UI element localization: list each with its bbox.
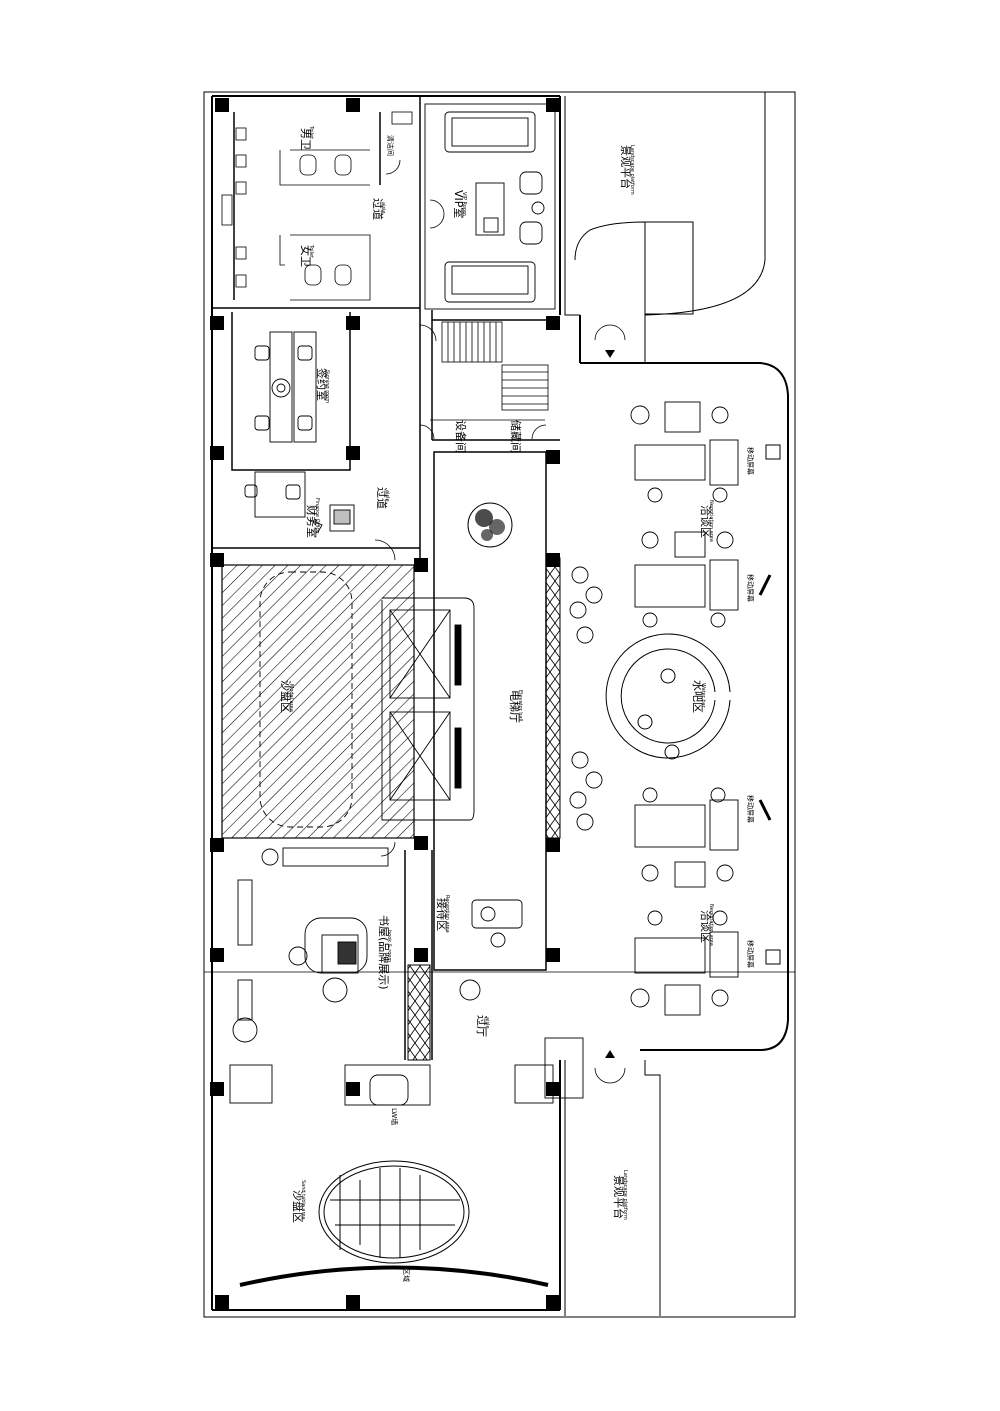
label-model-area: 沙盘区 xyxy=(279,680,293,713)
building-walls xyxy=(211,95,789,1311)
elevator-cluster xyxy=(381,597,475,821)
finance-office xyxy=(244,471,355,533)
sand-table xyxy=(318,1160,470,1264)
glass-partition xyxy=(545,557,561,839)
label-sand-table: 沙盘区 xyxy=(291,1190,305,1223)
label-hall-en: aisle xyxy=(484,1017,490,1029)
label-toilet-male-en: Toilet xyxy=(308,125,314,139)
label-storage-room: 储藏间 xyxy=(509,420,523,453)
label-aisle-a-en: aisle xyxy=(380,202,386,214)
label-aisle-a: 过道 xyxy=(371,198,385,220)
interior-walls xyxy=(212,96,560,1060)
stairs xyxy=(430,321,549,421)
label-finance-en: Finance Office xyxy=(314,498,320,533)
negotiation-furniture xyxy=(569,401,739,1016)
label-toilet-male: 男卫 xyxy=(299,128,312,150)
label-vip-en: VIP Room xyxy=(461,192,467,216)
label-signing: 签约室 xyxy=(315,368,329,401)
entry-markers xyxy=(605,350,615,1058)
label-signing-en: Signing room xyxy=(324,370,330,403)
doors xyxy=(374,159,626,1084)
label-sand-table-en: Sand table area xyxy=(300,1180,306,1220)
label-toilet-female: 女卫 xyxy=(299,245,313,267)
drawing-frame xyxy=(203,91,796,1318)
label-screen-1: 移动屏幕 xyxy=(746,447,755,475)
hatched-hall xyxy=(221,564,415,839)
vip-room xyxy=(424,103,556,310)
arc-display-wall xyxy=(239,1265,549,1287)
glass-partition-lower xyxy=(407,964,431,1061)
label-finance: 财务室 xyxy=(305,505,319,538)
toilet-block xyxy=(221,111,413,301)
label-landscape-top: 景观平台 xyxy=(619,145,633,189)
label-screen-4: 移动屏幕 xyxy=(746,940,755,968)
signing-room xyxy=(254,331,351,465)
label-elevator-hall-en: Elevator hall xyxy=(517,690,523,721)
book-room xyxy=(232,847,481,1043)
label-lw-wall: LW墙 xyxy=(390,1108,399,1125)
label-vip: VIP室 xyxy=(452,190,466,218)
entrance-pods xyxy=(229,1037,584,1106)
label-book-room: 书屋(品牌展示) xyxy=(377,915,391,990)
landscape-platform-bottom xyxy=(564,1060,661,1316)
label-screen-3: 移动屏幕 xyxy=(746,795,755,823)
mobile-screens xyxy=(758,444,781,965)
room-labels: 景观平台 Landscape platform 景观平台 Landscape p… xyxy=(279,125,755,1282)
label-book-room-en: book & room xyxy=(386,930,392,962)
label-aisle-b: 过道 xyxy=(375,487,389,509)
label-equipment-room: 设备间 xyxy=(454,420,468,453)
label-reception-en: Reception area xyxy=(444,895,450,933)
label-toilet-female-en: Toilet xyxy=(308,244,314,258)
label-negotiation-top: 洽谈区 xyxy=(699,505,712,538)
label-negotiation-bottom: 洽谈区 xyxy=(699,910,712,943)
water-bar xyxy=(605,633,731,760)
label-reception: 接待区 xyxy=(435,898,449,931)
label-janitor: 清洁间 xyxy=(386,135,395,156)
label-landscape-top-en: Landscape platform xyxy=(629,145,635,195)
columns xyxy=(210,98,560,1309)
label-water-bar: 水吧区 xyxy=(691,680,704,713)
landscape-platform-top xyxy=(564,92,766,363)
label-landscape-bottom: 景观平台 xyxy=(612,1175,626,1219)
label-lw-area: 区域 xyxy=(402,1268,411,1282)
label-negotiation-top-en: Negotiation area xyxy=(708,500,714,542)
label-elevator-hall: 电梯厅 xyxy=(508,690,521,723)
label-water-bar-en: Water bar xyxy=(700,683,706,709)
label-aisle-b-en: aisle xyxy=(384,490,390,502)
tree-icon xyxy=(467,502,513,548)
label-hall: 过厅 xyxy=(475,1015,488,1037)
label-negotiation-bottom-en: Negotiation area xyxy=(708,904,714,946)
label-model-area-en: Model area xyxy=(288,684,294,712)
label-landscape-bottom-en: Landscape platform xyxy=(622,1170,628,1220)
reception-desk xyxy=(471,899,523,948)
label-screen-2: 移动屏幕 xyxy=(746,574,755,602)
